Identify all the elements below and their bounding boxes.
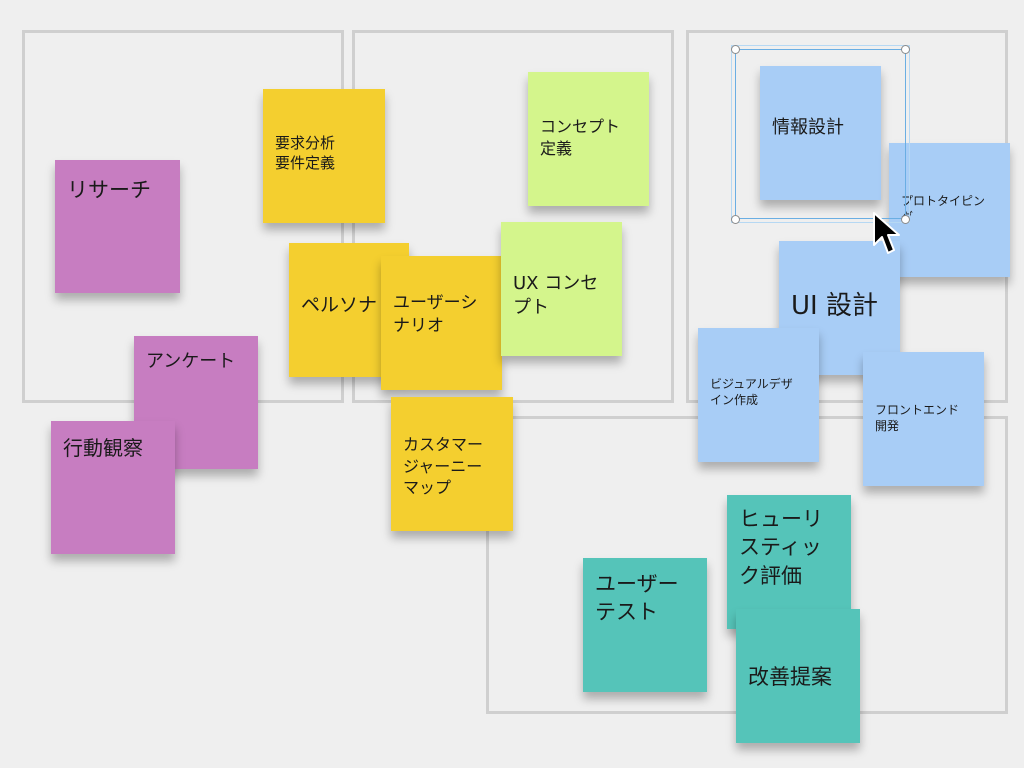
note-text: ビジュアルデザ イン作成 [710,377,793,408]
sticky-note-information-architecture[interactable]: 情報設計 [760,66,881,200]
note-text: フロントエンド 開発 [875,403,960,434]
note-text: UI 設計 [791,291,878,321]
sticky-note-frontend[interactable]: フロントエンド 開発 [863,352,984,486]
note-text: リサーチ [67,178,151,202]
note-text: アンケート [146,351,236,372]
sticky-note-research[interactable]: リサーチ [55,160,180,293]
resize-handle-top-right[interactable] [901,45,910,54]
resize-handle-bottom-right[interactable] [901,215,910,224]
sticky-note-observation[interactable]: 行動観察 [51,421,175,554]
note-text: カスタマー ジャーニー マップ [403,435,484,498]
sticky-note-requirements[interactable]: 要求分析 要件定義 [263,89,385,223]
sticky-note-ux-concept[interactable]: UX コンセ プト [501,222,622,356]
note-text: ユーザー テスト [595,572,679,625]
note-text: 行動観察 [63,436,143,460]
sticky-note-user-scenario[interactable]: ユーザーシ ナリオ [381,256,502,390]
sticky-note-journey-map[interactable]: カスタマー ジャーニー マップ [391,397,513,531]
sticky-note-user-test[interactable]: ユーザー テスト [583,558,707,692]
sticky-note-concept-definition[interactable]: コンセプト 定義 [528,72,649,206]
sticky-note-improvement-proposal[interactable]: 改善提案 [736,609,860,743]
arrow-cursor-icon [873,212,900,254]
note-text: ペルソナ [301,294,378,316]
note-text: ヒューリ スティッ ク評価 [739,507,823,588]
sticky-note-prototyping[interactable]: プロトタイピン グ [889,143,1010,277]
note-text: 情報設計 [772,117,844,138]
sticky-note-heuristic-evaluation[interactable]: ヒューリ スティッ ク評価 [727,495,851,629]
note-text: ユーザーシ ナリオ [393,293,478,336]
resize-handle-top-left[interactable] [731,45,740,54]
resize-handle-bottom-left[interactable] [731,215,740,224]
note-text: コンセプト 定義 [540,117,621,158]
note-text: UX コンセ プト [513,273,599,319]
note-text: プロトタイピン グ [901,194,986,224]
note-text: 要求分析 要件定義 [275,134,336,173]
selection-box [731,45,910,223]
note-text: 改善提案 [748,665,832,689]
sticky-note-visual-design[interactable]: ビジュアルデザ イン作成 [698,328,819,462]
